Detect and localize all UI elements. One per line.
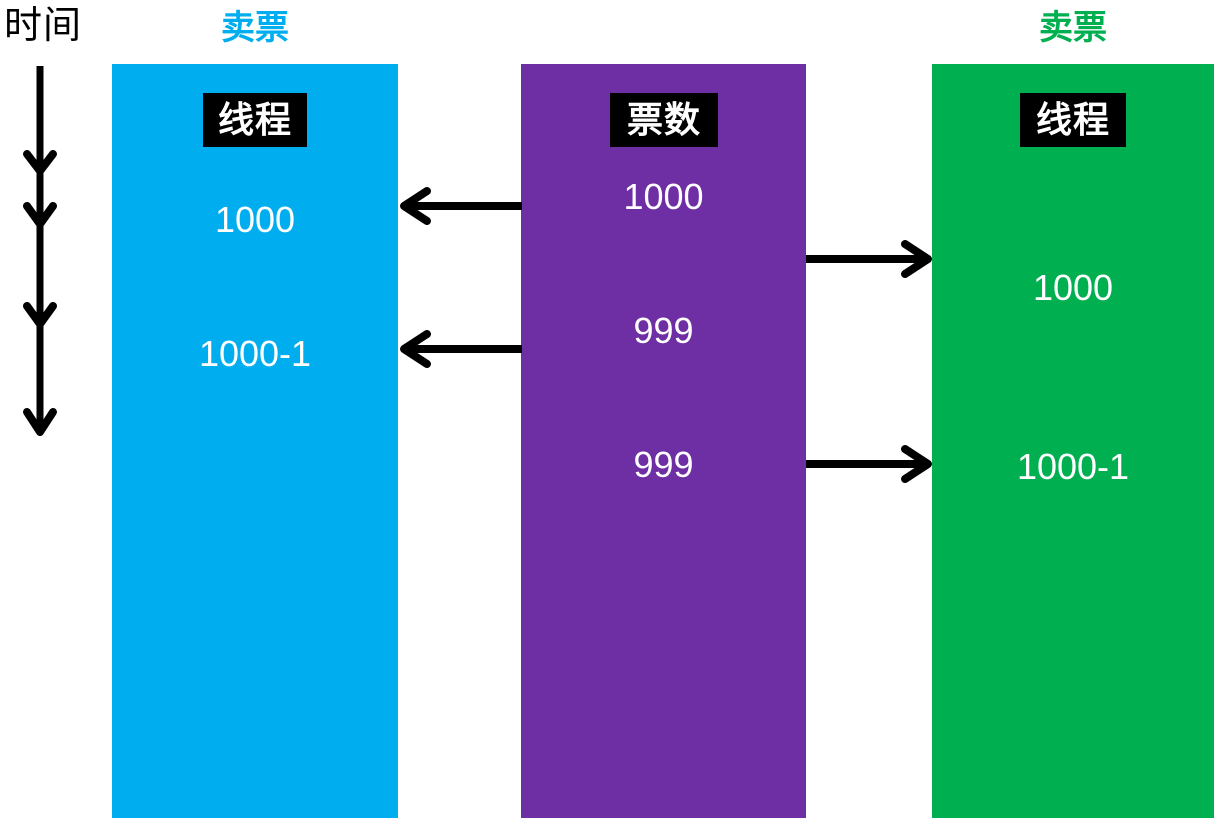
time-axis-arrow [16, 64, 64, 439]
cell-ticket-count-1: 1000 [623, 176, 704, 217]
cell-ticket-count-3: 999 [633, 444, 694, 485]
cell-thread-a-2: 1000-1 [198, 333, 312, 374]
column-ticket-count: 票数 1000 999 999 [521, 64, 806, 818]
arrow-read-a-1 [396, 187, 524, 225]
tag-ticket-count: 票数 [610, 93, 718, 147]
tag-thread-b: 线程 [1020, 93, 1126, 147]
cell-thread-a-1: 1000 [214, 199, 296, 240]
tag-thread-a: 线程 [203, 93, 307, 147]
arrow-read-b-1 [804, 240, 936, 278]
cell-thread-b-2: 1000-1 [1016, 446, 1130, 487]
column-header-thread-b: 卖票 [1039, 9, 1107, 47]
column-thread-b: 线程 1000 1000-1 [932, 64, 1214, 818]
column-thread-a: 线程 1000 1000-1 [112, 64, 398, 818]
column-header-thread-a: 卖票 [221, 9, 289, 47]
cell-thread-b-1: 1000 [1032, 267, 1114, 308]
cell-ticket-count-2: 999 [633, 310, 694, 351]
arrow-read-a-2 [396, 330, 524, 368]
time-axis-label: 时间 [4, 5, 83, 47]
arrow-read-b-2 [804, 445, 936, 483]
